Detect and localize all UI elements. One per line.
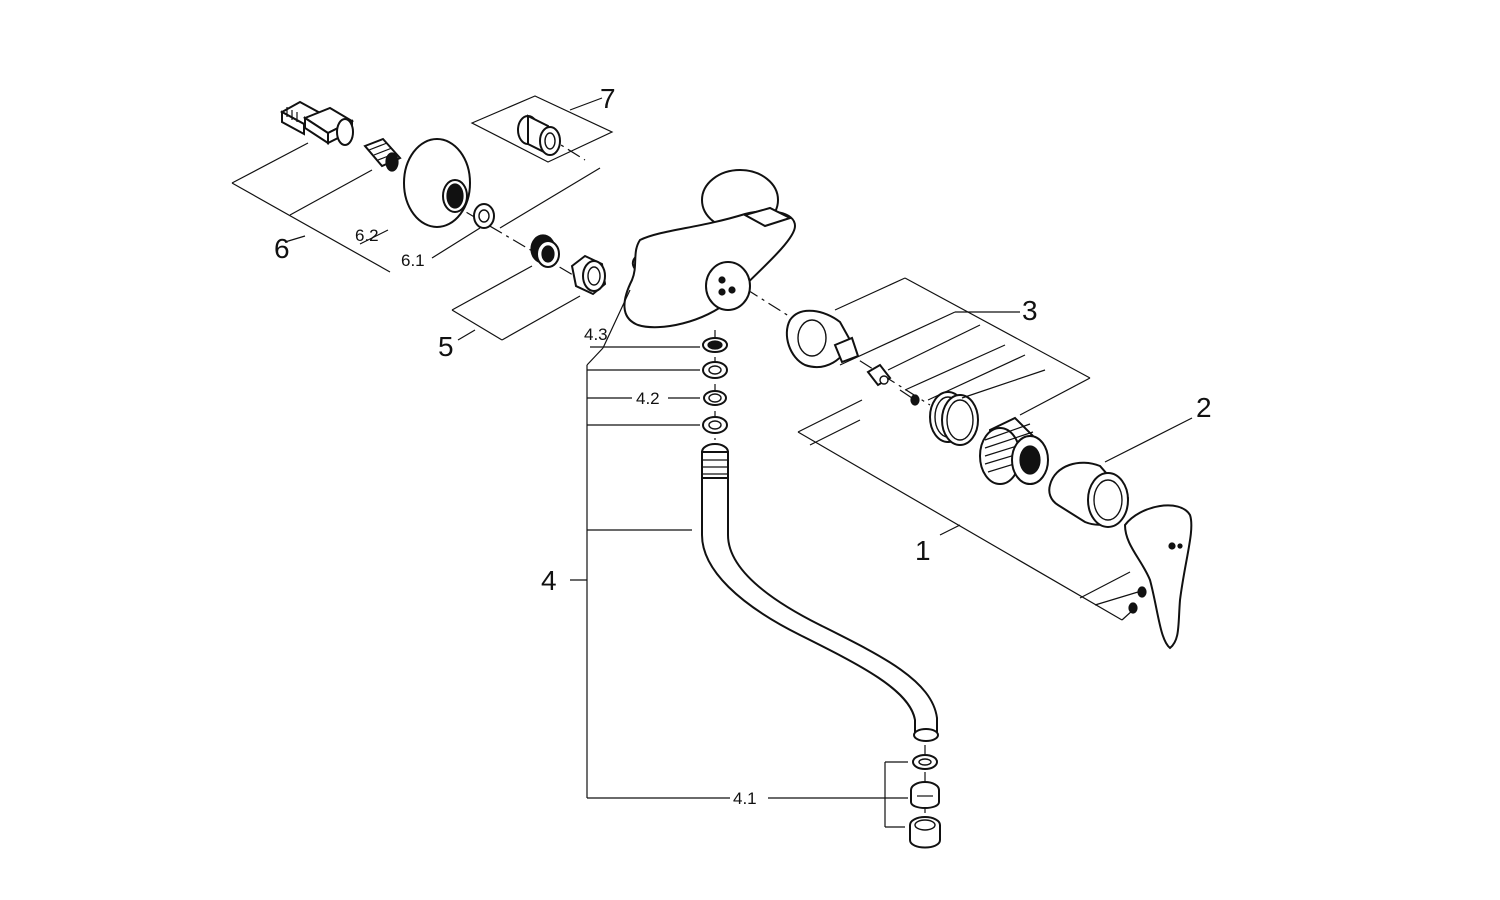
label-4-1: 4.1 [733, 789, 757, 808]
label-6-2: 6.2 [355, 226, 379, 245]
part-6-rosette [403, 138, 471, 228]
part-3-spindle-adapter [866, 363, 892, 387]
part-4-ring [702, 416, 728, 434]
part-6-1-washer [473, 203, 495, 229]
part-3-screw [899, 389, 920, 406]
leader-lines [231, 97, 1193, 828]
label-6: 6 [274, 233, 290, 264]
label-4-2: 4.2 [636, 389, 660, 408]
faucet-body [623, 169, 797, 329]
part-3-o-rings [929, 391, 979, 446]
label-2: 2 [1196, 392, 1212, 423]
label-5: 5 [438, 331, 454, 362]
label-4-3: 4.3 [584, 325, 608, 344]
label-7: 7 [600, 83, 616, 114]
part-4-3-washer [702, 337, 728, 353]
part-6-connector [279, 100, 355, 146]
part-2-sleeve [1048, 461, 1130, 528]
part-7-adapter [470, 95, 614, 163]
label-6-1: 6.1 [401, 251, 425, 270]
part-4-nut [702, 361, 728, 379]
label-4: 4 [541, 565, 557, 596]
label-3: 3 [1022, 295, 1038, 326]
part-1-set-screws [1128, 586, 1147, 614]
part-3-cartridge [785, 309, 860, 368]
part-4-1-aerator-set [909, 754, 941, 849]
part-5-fitting [530, 234, 607, 296]
part-4-2-oring [703, 390, 727, 406]
label-1: 1 [915, 535, 931, 566]
part-1-handle-lever [1123, 504, 1193, 650]
part-1-threaded-bonnet [979, 416, 1049, 485]
part-6-2-filter [363, 137, 402, 172]
callout-labels: 7 6 6.2 6.1 5 4.3 4.2 4 4.1 3 2 1 [274, 83, 1212, 808]
spout-pipe [701, 443, 939, 742]
